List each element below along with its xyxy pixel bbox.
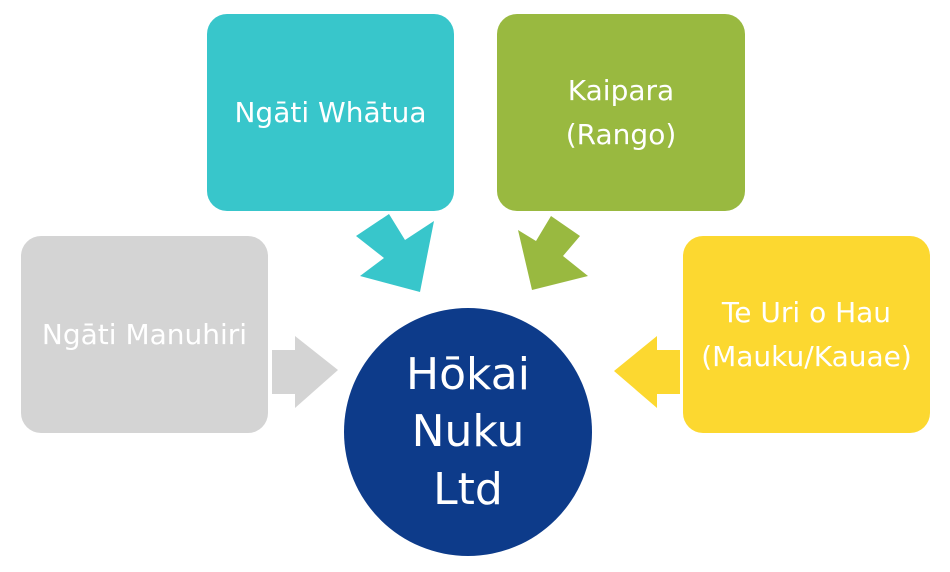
center-label-line: Ltd	[433, 463, 503, 515]
node-ngati-manuhiri: Ngāti Manuhiri	[21, 236, 268, 433]
node-label: Kaipara	[567, 74, 675, 108]
center-node-hokai-nuku: Hōkai Nuku Ltd	[344, 308, 592, 556]
arrow-kaipara-to-center	[518, 216, 588, 290]
node-te-uri-o-hau: Te Uri o Hau (Mauku/Kauae)	[683, 236, 930, 433]
arrow-manuhiri-to-center	[272, 336, 338, 408]
arrow-teuri-to-center	[614, 336, 680, 408]
center-label-line: Hōkai	[406, 349, 530, 401]
node-label: Te Uri o Hau	[721, 296, 892, 330]
center-label-line: Nuku	[411, 406, 525, 458]
node-sublabel: (Mauku/Kauae)	[701, 339, 912, 373]
node-label: Ngāti Manuhiri	[41, 317, 248, 351]
node-sublabel: (Rango)	[565, 117, 677, 151]
node-kaipara: Kaipara (Rango)	[497, 14, 745, 211]
node-label: Ngāti Whātua	[234, 95, 427, 129]
arrow-whatua-to-center	[356, 214, 434, 292]
node-ngati-whatua: Ngāti Whātua	[207, 14, 454, 211]
